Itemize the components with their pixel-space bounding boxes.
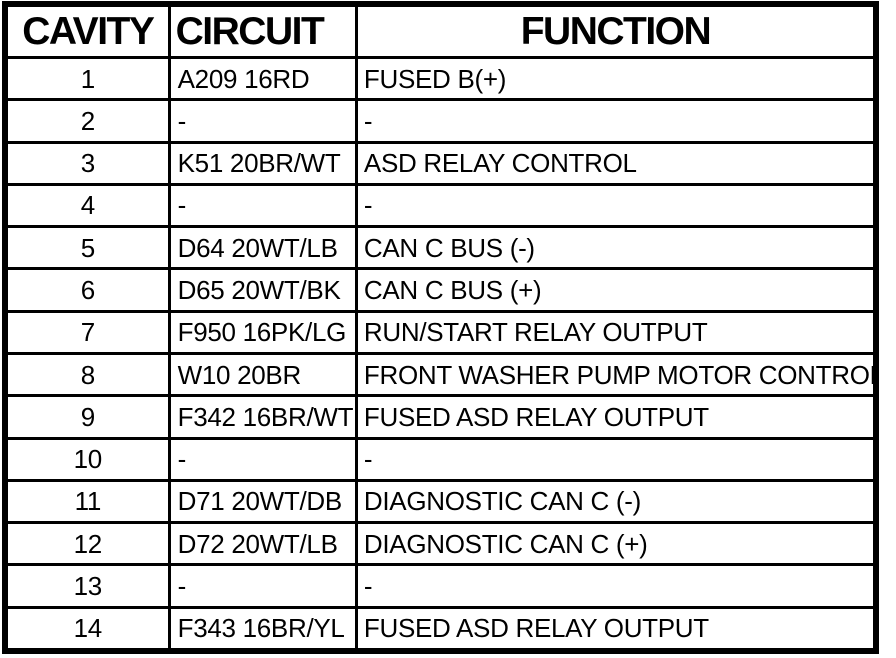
table-row: 4 - - (3, 182, 878, 229)
column-header-circuit: CIRCUIT (167, 2, 358, 59)
cavity-cell: 1 (3, 55, 171, 102)
circuit-cell: F343 16BR/YL (167, 605, 358, 653)
header-row: CAVITY CIRCUIT FUNCTION (3, 2, 878, 59)
table-row: 6 D65 20WT/BK CAN C BUS (+) (3, 267, 878, 313)
column-header-cavity: CAVITY (3, 2, 171, 59)
table-row: 11 D71 20WT/DB DIAGNOSTIC CAN C (-) (3, 478, 878, 525)
table-row: 9 F342 16BR/WT FUSED ASD RELAY OUTPUT (3, 394, 878, 440)
circuit-cell: - (167, 563, 358, 609)
cavity-cell: 14 (3, 605, 171, 653)
function-cell: FUSED ASD RELAY OUTPUT (354, 394, 878, 440)
circuit-cell: F950 16PK/LG (167, 309, 358, 355)
function-cell: DIAGNOSTIC CAN C (+) (354, 521, 878, 567)
circuit-cell: A209 16RD (167, 55, 358, 102)
circuit-cell: F342 16BR/WT (167, 394, 358, 440)
cavity-cell: 12 (3, 521, 171, 567)
function-cell: - (354, 98, 878, 144)
circuit-cell: K51 20BR/WT (167, 140, 358, 186)
cavity-cell: 5 (3, 225, 171, 271)
function-cell: - (354, 182, 878, 229)
cavity-cell: 10 (3, 436, 171, 482)
table-row: 5 D64 20WT/LB CAN C BUS (-) (3, 225, 878, 271)
circuit-cell: D65 20WT/BK (167, 267, 358, 313)
table-row: 13 - - (3, 563, 878, 609)
table-row: 10 - - (3, 436, 878, 482)
table-row: 14 F343 16BR/YL FUSED ASD RELAY OUTPUT (3, 605, 878, 653)
table-row: 8 W10 20BR FRONT WASHER PUMP MOTOR CONTR… (3, 351, 878, 398)
connector-pinout-table: CAVITY CIRCUIT FUNCTION 1 A209 16RD FUSE… (2, 1, 879, 654)
cavity-cell: 4 (3, 182, 171, 229)
table-row: 3 K51 20BR/WT ASD RELAY CONTROL (3, 140, 878, 186)
cavity-cell: 2 (3, 98, 171, 144)
table-body: 1 A209 16RD FUSED B(+) 2 - - 3 K51 20BR/… (3, 55, 878, 653)
function-cell: CAN C BUS (-) (354, 225, 878, 271)
function-cell: FUSED B(+) (354, 55, 878, 102)
cavity-cell: 9 (3, 394, 171, 440)
function-cell: FUSED ASD RELAY OUTPUT (354, 605, 878, 653)
table-row: 12 D72 20WT/LB DIAGNOSTIC CAN C (+) (3, 521, 878, 567)
cavity-cell: 13 (3, 563, 171, 609)
table-row: 7 F950 16PK/LG RUN/START RELAY OUTPUT (3, 309, 878, 355)
column-header-function: FUNCTION (354, 2, 878, 59)
table-header: CAVITY CIRCUIT FUNCTION (3, 2, 878, 59)
function-cell: CAN C BUS (+) (354, 267, 878, 313)
function-cell: FRONT WASHER PUMP MOTOR CONTROL (354, 351, 878, 398)
function-cell: - (354, 563, 878, 609)
cavity-cell: 7 (3, 309, 171, 355)
table-row: 2 - - (3, 98, 878, 144)
table-row: 1 A209 16RD FUSED B(+) (3, 55, 878, 102)
circuit-cell: - (167, 182, 358, 229)
function-cell: DIAGNOSTIC CAN C (-) (354, 478, 878, 525)
circuit-cell: D72 20WT/LB (167, 521, 358, 567)
function-cell: ASD RELAY CONTROL (354, 140, 878, 186)
cavity-cell: 6 (3, 267, 171, 313)
circuit-cell: D64 20WT/LB (167, 225, 358, 271)
circuit-cell: - (167, 436, 358, 482)
function-cell: RUN/START RELAY OUTPUT (354, 309, 878, 355)
cavity-cell: 8 (3, 351, 171, 398)
circuit-cell: W10 20BR (167, 351, 358, 398)
function-cell: - (354, 436, 878, 482)
cavity-cell: 11 (3, 478, 171, 525)
cavity-cell: 3 (3, 140, 171, 186)
circuit-cell: D71 20WT/DB (167, 478, 358, 525)
circuit-cell: - (167, 98, 358, 144)
